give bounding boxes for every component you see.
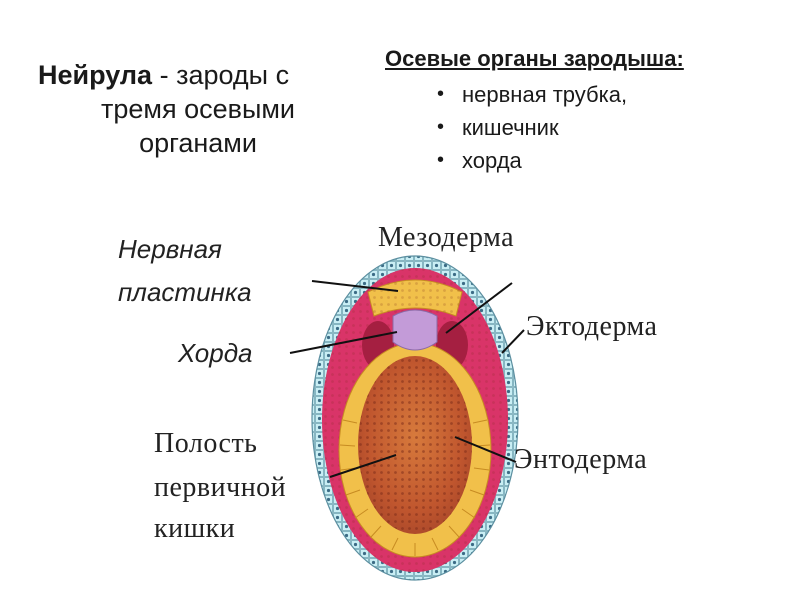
label-cavity-line-3: кишки [154,513,236,544]
axial-organs-title: Осевые органы зародыша: [385,46,684,71]
neurula-definition: Нейрула - зароды с тремя осевыми органам… [38,58,358,160]
pointer-notochord [289,331,398,354]
endoderm-cells [339,419,491,556]
gut-cavity [358,356,472,534]
definition-rest: - зароды с [152,60,290,90]
bullet-icon: • [437,149,445,171]
list-item: • кишечник [385,111,765,144]
list-item: • нервная трубка, [385,78,765,111]
bullet-icon: • [437,83,445,105]
label-notochord: Хорда [178,338,253,368]
organ-label: кишечник [462,115,559,140]
label-cavity-line-2: первичной [154,472,287,503]
list-item: • хорда [385,144,765,177]
pointer-neural-plate [311,280,399,292]
label-endoderm: Энтодерма [514,444,648,475]
label-cavity-line-1: Полость [154,428,258,459]
label-ectoderm: Эктодерма [526,311,658,342]
definition-line-1: Нейрула - зароды с [38,58,358,92]
organ-label: хорда [462,148,522,173]
bullet-icon: • [437,116,445,138]
pointer-cavity [329,454,397,478]
label-neural-plate-line-2: пластинка [118,277,252,307]
axial-organs-block: Осевые органы зародыша: • нервная трубка,… [385,46,765,177]
notochord [392,309,438,351]
axial-organs-list: • нервная трубка, • кишечник • хорда [385,78,765,177]
definition-line-3: органами [139,128,257,158]
organ-label: нервная трубка, [462,82,628,107]
neural-plate [367,279,463,317]
pointer-mesoderm [445,282,513,334]
label-mesoderm: Мезодерма [378,222,515,253]
term-neurula: Нейрула [38,60,153,90]
label-pointers [289,280,525,478]
definition-line-2: тремя осевыми [100,94,295,124]
pointer-ectoderm [501,329,525,354]
pointer-endoderm [454,436,517,463]
label-neural-plate-line-1: Нервная [118,234,222,264]
